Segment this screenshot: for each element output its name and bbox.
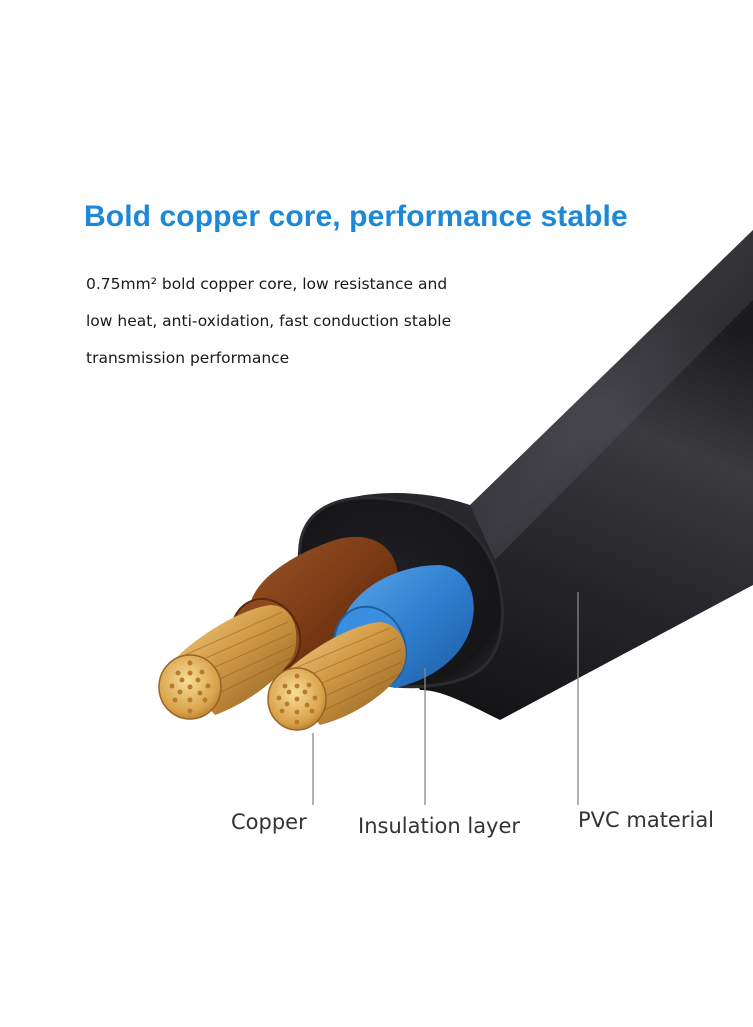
description-line-3: transmission performance xyxy=(86,349,290,367)
copper-strand-left xyxy=(158,605,297,720)
insulation-label: Insulation layer xyxy=(358,814,521,838)
description-line-1: 0.75mm² bold copper core, low resistance… xyxy=(86,275,448,293)
description: 0.75mm² bold copper core, low resistance… xyxy=(86,266,566,377)
description-line-2: low heat, anti-oxidation, fast conductio… xyxy=(86,312,452,330)
headline: Bold copper core, performance stable xyxy=(84,200,628,233)
copper-strand-right xyxy=(267,622,406,731)
copper-label: Copper xyxy=(231,810,307,834)
pvc-label: PVC material xyxy=(578,808,715,832)
